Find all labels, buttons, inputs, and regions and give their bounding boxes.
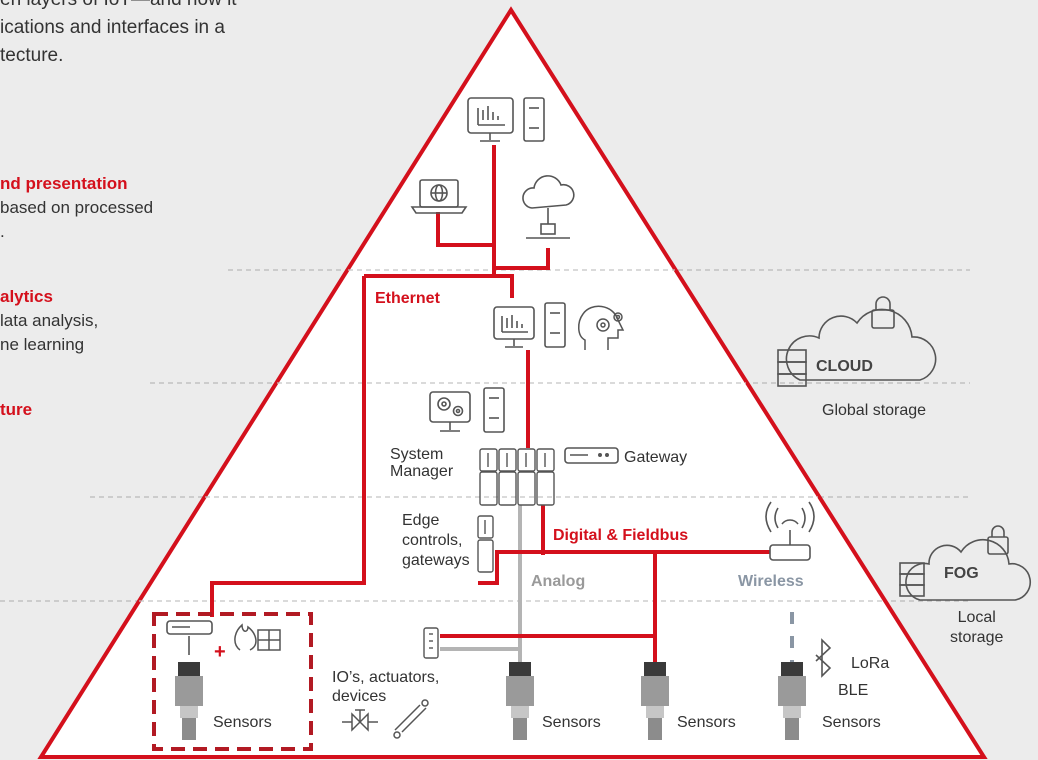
server-icon <box>483 387 505 433</box>
section-heading: ture <box>0 400 33 419</box>
actuator-icon <box>393 699 429 739</box>
sensors-label: Sensors <box>542 714 601 731</box>
global-storage-label: Global storage <box>822 402 927 419</box>
sensor-group-box <box>152 612 313 751</box>
ethernet-lines <box>210 145 770 668</box>
section-body: based on processed . <box>0 198 154 241</box>
sensors-label: Sensors <box>677 714 736 731</box>
cloud-storage-icon <box>777 296 937 387</box>
cloud-label: CLOUD <box>816 358 873 375</box>
section-presentation: nd presentation based on processed . <box>0 172 260 244</box>
server-tower-icon <box>523 97 545 142</box>
section-heading: alytics <box>0 287 53 306</box>
gateway-label: Gateway <box>624 449 688 466</box>
section-body: lata analysis, ne learning <box>0 311 99 354</box>
fog-label: FOG <box>944 565 979 582</box>
edge-controller-icon <box>477 515 494 573</box>
system-manager-label: System Manager <box>390 446 454 480</box>
ethernet-label: Ethernet <box>375 290 440 307</box>
fire-wall-icon <box>234 623 281 651</box>
section-infrastructure: ture <box>0 398 260 422</box>
server-icon <box>544 302 566 348</box>
section-analytics: alytics lata analysis, ne learning <box>0 285 260 357</box>
io-module-icon <box>423 627 439 659</box>
fog-storage-icon <box>899 525 1031 601</box>
gateway-device-icon <box>564 447 619 464</box>
valve-icon <box>342 709 378 732</box>
transmitter-icon <box>166 620 213 655</box>
local-storage-label: Local storage <box>950 609 1004 646</box>
analog-label: Analog <box>531 573 586 590</box>
sensor-device-icon <box>175 662 203 740</box>
sensor-device-icon <box>506 662 534 740</box>
sensor-device-icon <box>641 662 669 740</box>
ble-label: BLE <box>838 682 869 699</box>
monitor-chart-icon <box>467 97 514 142</box>
intro-text: en layers of IoT—and how it ications and… <box>0 0 237 66</box>
plc-rack-icon <box>479 448 555 506</box>
sensors-label: Sensors <box>822 714 881 731</box>
edge-controls-label: Edge controls, gateways <box>402 512 470 569</box>
monitor-analytics-icon <box>493 306 535 348</box>
wifi-router-icon <box>765 501 815 561</box>
bluetooth-icon <box>815 638 832 678</box>
lora-label: LoRa <box>851 655 890 672</box>
sensor-device-icon <box>778 662 806 740</box>
section-heading: nd presentation <box>0 174 128 193</box>
digital-fieldbus-label: Digital & Fieldbus <box>553 527 689 544</box>
machine-learning-icon <box>578 305 625 350</box>
sensors-label: Sensors <box>213 714 272 731</box>
analog-lines <box>440 505 522 668</box>
ios-actuators-label: IO’s, actuators, devices <box>332 669 440 705</box>
wireless-label: Wireless <box>738 573 804 590</box>
cloud-network-icon <box>522 175 575 239</box>
monitor-gear-icon <box>429 391 471 432</box>
plus-sign: + <box>214 641 226 663</box>
laptop-globe-icon <box>410 179 468 214</box>
